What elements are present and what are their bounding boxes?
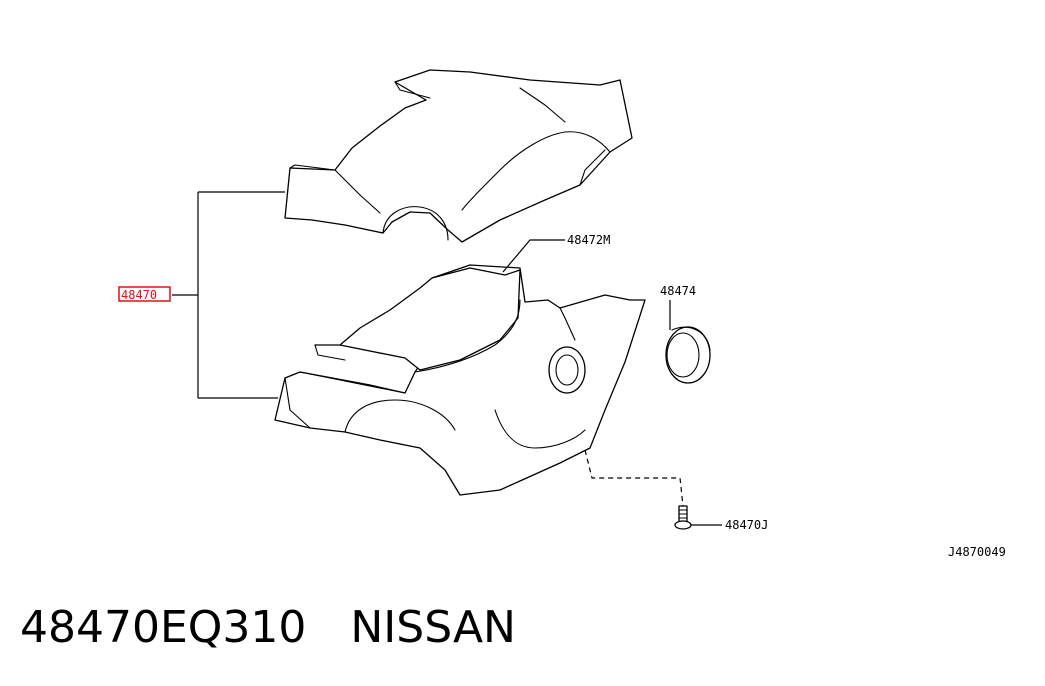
- grommet: [665, 326, 711, 384]
- callout-48470[interactable]: 48470: [121, 288, 157, 302]
- brand-name: NISSAN: [350, 602, 516, 653]
- screw: [674, 505, 692, 530]
- part-number: 48470EQ310: [20, 602, 307, 653]
- highlight-box: [118, 286, 171, 302]
- leader-lines: [172, 191, 722, 526]
- illustration-id: J4870049: [948, 545, 1006, 559]
- callout-48472M[interactable]: 48472M: [567, 233, 610, 247]
- caption: 48470EQ310 NISSAN: [20, 598, 560, 658]
- lower-column-cover: [274, 264, 646, 496]
- upper-column-cover: [284, 69, 633, 243]
- callout-48474[interactable]: 48474: [660, 284, 696, 298]
- callout-48470J[interactable]: 48470J: [725, 518, 768, 532]
